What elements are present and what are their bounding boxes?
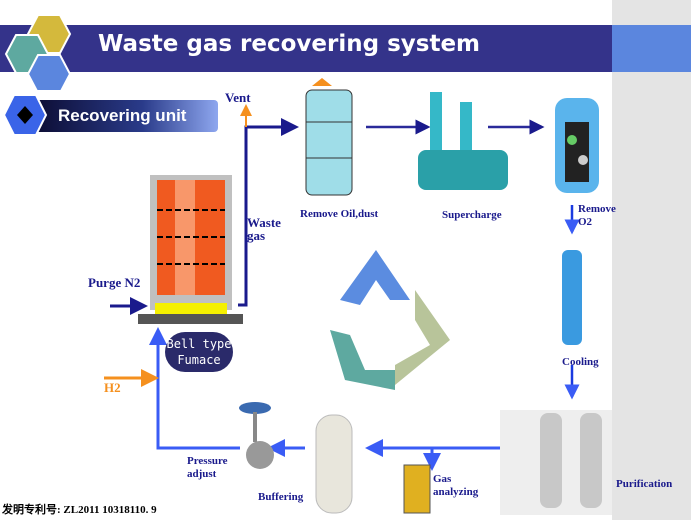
right-sidebar-decoration <box>612 0 691 520</box>
h2-label: H2 <box>104 380 121 395</box>
hexagon-logo-icon <box>4 14 72 90</box>
oil-dust-filter-illustration <box>305 78 353 196</box>
purification-unit-illustration <box>500 410 612 515</box>
title-accent <box>612 25 691 72</box>
flow-arrows <box>104 104 580 471</box>
gas-analyzer-illustration <box>403 464 431 514</box>
cooler-illustration <box>562 250 582 345</box>
title-bar <box>0 25 612 72</box>
vent-label: Vent <box>225 90 251 105</box>
patent-number: 发明专利号: ZL2011 10318110. 9 <box>2 504 157 516</box>
cooling-label: Cooling <box>562 356 599 368</box>
purge-n2-label: Purge N2 <box>88 275 141 290</box>
remove-oil-label: Remove Oil,dust <box>300 208 379 220</box>
flow-diagram <box>104 78 612 515</box>
section-title: Recovering unit <box>58 106 187 125</box>
furnace-label: Bell type Fumace <box>165 332 233 372</box>
recycle-symbol-icon <box>330 250 450 390</box>
supercharge-label: Supercharge <box>442 209 502 221</box>
pressure-adjust-label: Pressure adjust <box>187 455 228 480</box>
waste-gas-label: Waste gas <box>247 215 281 243</box>
remove-o2-label: Remove O2 <box>578 203 616 228</box>
buffering-label: Buffering <box>258 491 304 503</box>
o2-removal-tank-illustration <box>555 98 599 193</box>
page-title: Waste gas recovering system <box>98 31 481 57</box>
gas-analyzing-label: Gas analyzing <box>433 473 479 498</box>
purification-label: Purification <box>616 478 673 490</box>
section-banner <box>30 100 218 132</box>
supercharger-illustration <box>418 92 508 190</box>
bell-furnace-illustration <box>138 175 243 324</box>
buffer-tank-illustration <box>315 414 353 514</box>
pressure-valve-illustration <box>239 402 274 469</box>
diamond-hex-icon <box>2 94 48 136</box>
